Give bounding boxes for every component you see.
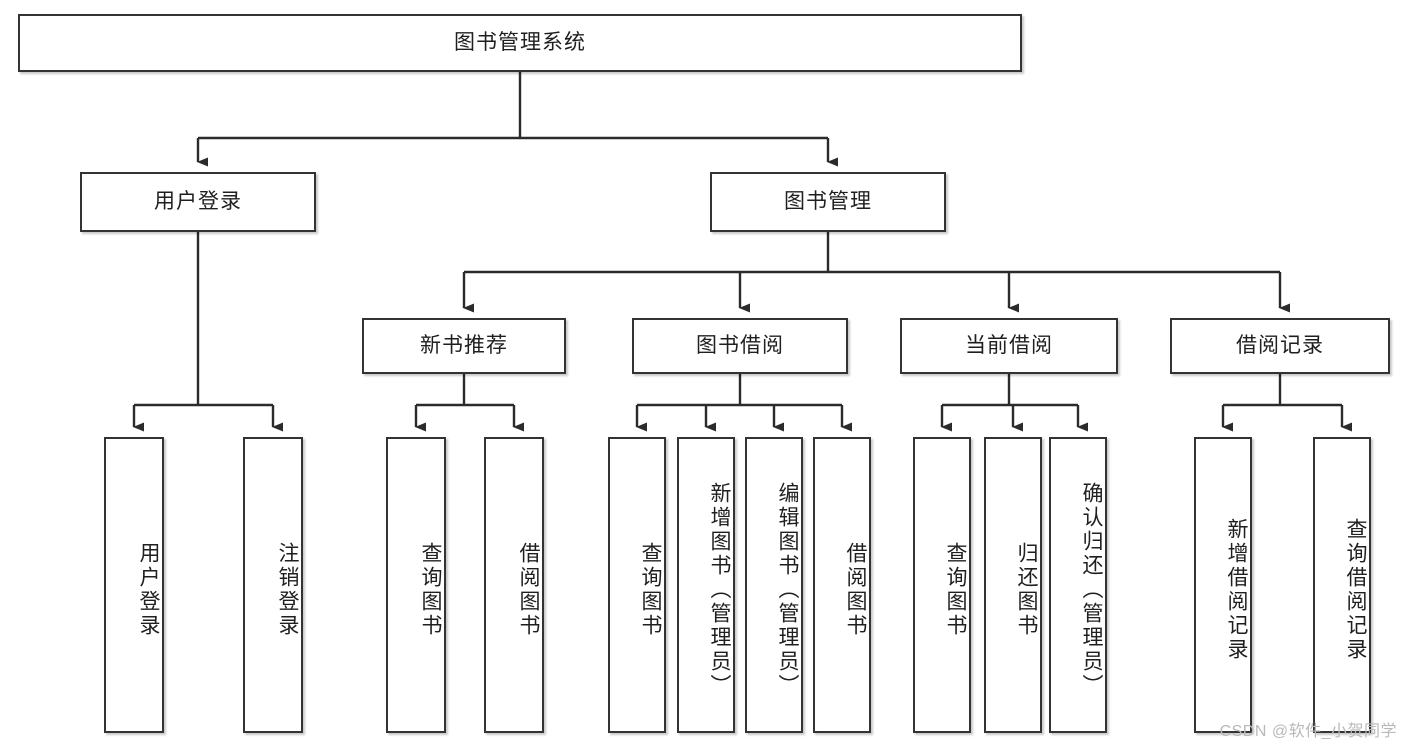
node-book-manage-label: 图书管理 bbox=[784, 190, 872, 214]
edge-group-current-borrow bbox=[940, 374, 1088, 432]
node-borrow-record-label: 借阅记录 bbox=[1236, 334, 1324, 358]
leaf-query-borrow-record-label: 查询借阅记录 bbox=[1344, 518, 1367, 662]
leaf-query-book-current[interactable]: 查询图书 bbox=[913, 437, 971, 733]
leaf-confirm-return-admin-label: 确认归还（管理员） bbox=[1080, 482, 1103, 698]
leaf-edit-book-admin[interactable]: 编辑图书（管理员） bbox=[745, 437, 803, 733]
leaf-borrow-book-recommend-label: 借阅图书 bbox=[517, 542, 540, 638]
node-current-borrow-label: 当前借阅 bbox=[965, 334, 1053, 358]
edge-group-borrow-record bbox=[1221, 374, 1352, 432]
edge-group-new-book-rec bbox=[414, 374, 524, 432]
node-new-book-recommend-label: 新书推荐 bbox=[420, 334, 508, 358]
leaf-query-book-current-label: 查询图书 bbox=[944, 542, 967, 638]
edge-group-root bbox=[196, 72, 838, 167]
leaf-return-book[interactable]: 归还图书 bbox=[984, 437, 1042, 733]
leaf-add-book-admin[interactable]: 新增图书（管理员） bbox=[677, 437, 735, 733]
leaf-add-borrow-record[interactable]: 新增借阅记录 bbox=[1194, 437, 1252, 733]
leaf-edit-book-admin-label: 编辑图书（管理员） bbox=[776, 482, 799, 698]
edge-group-user-login bbox=[132, 232, 283, 432]
node-book-borrow-label: 图书借阅 bbox=[696, 334, 784, 358]
edge-group-book-manage bbox=[462, 232, 1290, 313]
node-borrow-record[interactable]: 借阅记录 bbox=[1170, 318, 1390, 374]
node-new-book-recommend[interactable]: 新书推荐 bbox=[362, 318, 566, 374]
leaf-query-borrow-record[interactable]: 查询借阅记录 bbox=[1313, 437, 1371, 733]
node-user-login-label: 用户登录 bbox=[154, 190, 242, 214]
leaf-query-book-recommend-label: 查询图书 bbox=[419, 542, 442, 638]
leaf-confirm-return-admin[interactable]: 确认归还（管理员） bbox=[1049, 437, 1107, 733]
node-user-login[interactable]: 用户登录 bbox=[80, 172, 316, 232]
leaf-query-book[interactable]: 查询图书 bbox=[608, 437, 666, 733]
leaf-return-book-label: 归还图书 bbox=[1015, 542, 1038, 638]
leaf-add-borrow-record-label: 新增借阅记录 bbox=[1225, 518, 1248, 662]
node-root-label: 图书管理系统 bbox=[454, 31, 586, 55]
leaf-user-logout-label: 注销登录 bbox=[276, 542, 299, 638]
leaf-add-book-admin-label: 新增图书（管理员） bbox=[708, 482, 731, 698]
leaf-user-login[interactable]: 用户登录 bbox=[104, 437, 164, 733]
leaf-user-logout[interactable]: 注销登录 bbox=[243, 437, 303, 733]
leaf-query-book-label: 查询图书 bbox=[639, 542, 662, 638]
edge-group-book-borrow bbox=[635, 374, 852, 432]
leaf-borrow-book[interactable]: 借阅图书 bbox=[813, 437, 871, 733]
node-book-borrow[interactable]: 图书借阅 bbox=[632, 318, 848, 374]
leaf-query-book-recommend[interactable]: 查询图书 bbox=[386, 437, 446, 733]
leaf-borrow-book-label: 借阅图书 bbox=[844, 542, 867, 638]
watermark: CSDN @软件_小贺同学 bbox=[1219, 723, 1397, 740]
leaf-borrow-book-recommend[interactable]: 借阅图书 bbox=[484, 437, 544, 733]
node-current-borrow[interactable]: 当前借阅 bbox=[900, 318, 1118, 374]
leaf-user-login-label: 用户登录 bbox=[137, 542, 160, 638]
node-book-manage[interactable]: 图书管理 bbox=[710, 172, 946, 232]
node-root[interactable]: 图书管理系统 bbox=[18, 14, 1022, 72]
